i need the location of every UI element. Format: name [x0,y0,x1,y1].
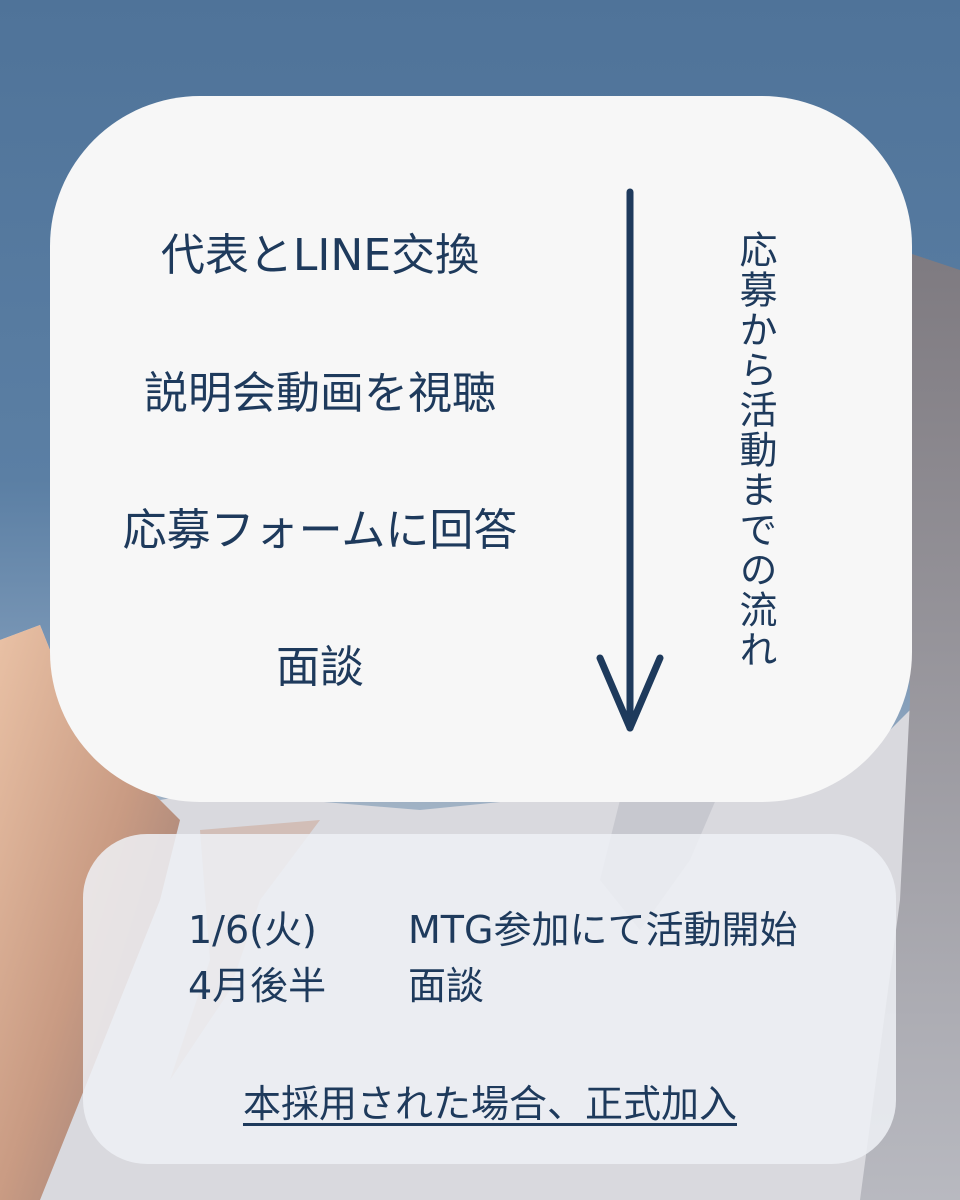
flow-step: 説明会動画を視聴 [0,366,640,422]
flow-step: 面談 [0,640,640,696]
schedule-event: 面談 [408,964,484,1008]
official-join-note: 本採用された場合、正式加入 [0,1080,960,1128]
schedule-row: 4月後半面談 [188,962,484,1010]
schedule-event: MTG参加にて活動開始 [408,908,797,952]
flow-card [50,96,912,802]
schedule-date: 1/6(火) [188,906,408,954]
schedule-row: 1/6(火)MTG参加にて活動開始 [188,906,797,954]
down-arrow-icon [592,188,668,738]
flow-title-vertical: 応募から活動までの流れ [724,230,780,670]
schedule-date: 4月後半 [188,962,408,1010]
flow-step: 代表とLINE交換 [0,228,640,284]
flow-step: 応募フォームに回答 [0,503,640,559]
